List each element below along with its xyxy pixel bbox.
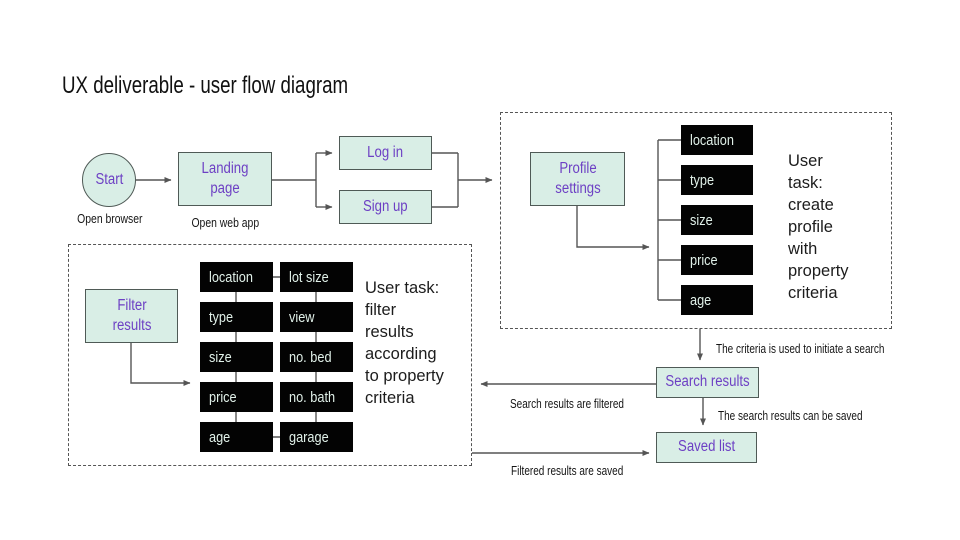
connector-landing-split [272,153,317,207]
start-caption: Open browser [77,211,143,226]
sign-up-node: Sign up [339,190,432,224]
filter-chip-age: age [200,422,273,452]
search-results-node: Search results [656,367,759,398]
annotation-can-be-saved: The search results can be saved [718,409,863,423]
filter-chip-location: location [200,262,273,292]
filter-chip-no-bath: no. bath [280,382,353,412]
landing-page-node: Landing page [178,152,272,206]
saved-list-node: Saved list [656,432,757,463]
profile-task-group-border [500,112,892,329]
filter-chip-lot-size: lot size [280,262,353,292]
criteria-links-cross [273,276,280,438]
search-results-label: Search results [665,373,750,391]
connector-profile-criteria [576,206,650,250]
filter-chip-no-bed: no. bed [280,342,353,372]
log-in-node: Log in [339,136,432,170]
criteria-chip-type: type [681,165,753,195]
filter-chip-type: type [200,302,273,332]
landing-caption: Open web app [191,215,260,230]
start-node: Start [82,153,136,207]
filter-results-node: Filter results [85,289,178,343]
sign-up-label: Sign up [363,197,408,215]
profile-settings-node: Profile settings [530,152,625,206]
landing-page-label: Landing page [201,159,249,197]
start-node-label: Start [95,170,123,188]
criteria-chip-size: size [681,205,753,235]
annotation-results-filtered: Search results are filtered [510,397,624,411]
connector-merge [432,152,459,208]
log-in-label: Log in [367,143,404,161]
filter-chip-garage: garage [280,422,353,452]
page-title: UX deliverable - user flow diagram [62,72,349,99]
criteria-chip-location: location [681,125,753,155]
annotation-initiate-search: The criteria is used to initiate a searc… [716,342,885,356]
filter-task-text: User task: filter results according to p… [365,279,444,407]
filter-chip-view: view [280,302,353,332]
filter-results-label: Filter results [112,296,151,334]
profile-settings-label: Profile settings [554,159,601,197]
profile-task-text: User task: create profile with property … [788,152,849,302]
annotation-filtered-saved: Filtered results are saved [511,464,624,478]
filter-chip-price: price [200,382,273,412]
criteria-chip-price: price [681,245,753,275]
criteria-spine-profile [657,139,681,301]
filter-chip-size: size [200,342,273,372]
criteria-chip-age: age [681,285,753,315]
filter-task-group-border [68,244,472,466]
saved-list-label: Saved list [677,438,736,456]
connector-filterresults-criteria [130,343,191,386]
